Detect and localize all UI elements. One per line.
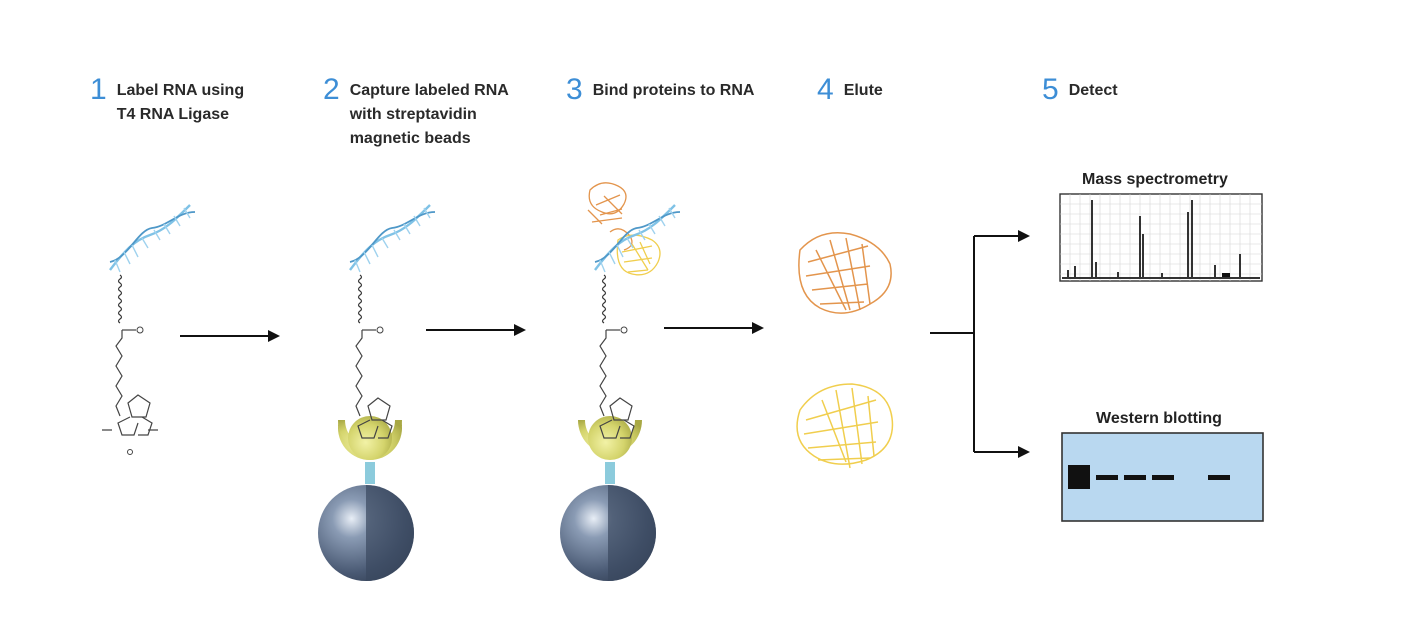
- blot-band-5: [1208, 475, 1230, 480]
- step-3-number: 3: [566, 73, 583, 106]
- western-blot-title: Western blotting: [1096, 410, 1222, 427]
- step-2-header: 2 Capture labeled RNA with streptavidin …: [323, 75, 509, 151]
- step-4-line-1: Elute: [843, 82, 883, 99]
- molecule-2-captured-rna: [318, 203, 437, 581]
- step-2-label: Capture labeled RNA with streptavidin ma…: [350, 79, 509, 151]
- step-5-header: 5 Detect: [1042, 75, 1118, 105]
- step-1-label: Label RNA using T4 RNA Ligase: [117, 79, 244, 127]
- step-2-number: 2: [323, 73, 340, 106]
- mass-spec-chart: [1059, 193, 1263, 282]
- molecule-1-labeled-rna: [102, 203, 197, 455]
- step-4-label: Elute: [844, 79, 883, 103]
- step-3-label: Bind proteins to RNA: [593, 79, 755, 103]
- blot-band-4: [1152, 475, 1174, 480]
- step-5-label: Detect: [1069, 79, 1118, 103]
- step-4-number: 4: [817, 73, 834, 106]
- step-2-line-1: Capture labeled RNA: [349, 82, 509, 99]
- step-2-line-3: magnetic beads: [349, 130, 471, 147]
- step-3-line-1: Bind proteins to RNA: [592, 82, 755, 99]
- step-3-header: 3 Bind proteins to RNA: [566, 75, 754, 105]
- branch-arrows: [930, 230, 1030, 458]
- step-5-number: 5: [1042, 73, 1059, 106]
- mass-spec-title: Mass spectrometry: [1082, 171, 1228, 188]
- step-5-line-1: Detect: [1068, 82, 1118, 99]
- step-1-line-1: Label RNA using: [116, 82, 245, 99]
- eluted-yellow-protein: [796, 383, 894, 469]
- blot-band-1: [1068, 465, 1090, 489]
- step-1-number: 1: [90, 73, 107, 106]
- western-blot-panel: [1061, 432, 1264, 522]
- step-1-line-2: T4 RNA Ligase: [116, 106, 230, 123]
- step-1-header: 1 Label RNA using T4 RNA Ligase: [90, 75, 244, 127]
- eluted-orange-protein: [798, 232, 892, 314]
- blot-band-3: [1124, 475, 1146, 480]
- step-4-header: 4 Elute: [817, 75, 883, 105]
- molecule-3-protein-bound-rna: [560, 182, 682, 581]
- blot-band-2: [1096, 475, 1118, 480]
- yellow-protein-bound: [616, 234, 661, 276]
- step-2-line-2: with streptavidin: [349, 106, 477, 123]
